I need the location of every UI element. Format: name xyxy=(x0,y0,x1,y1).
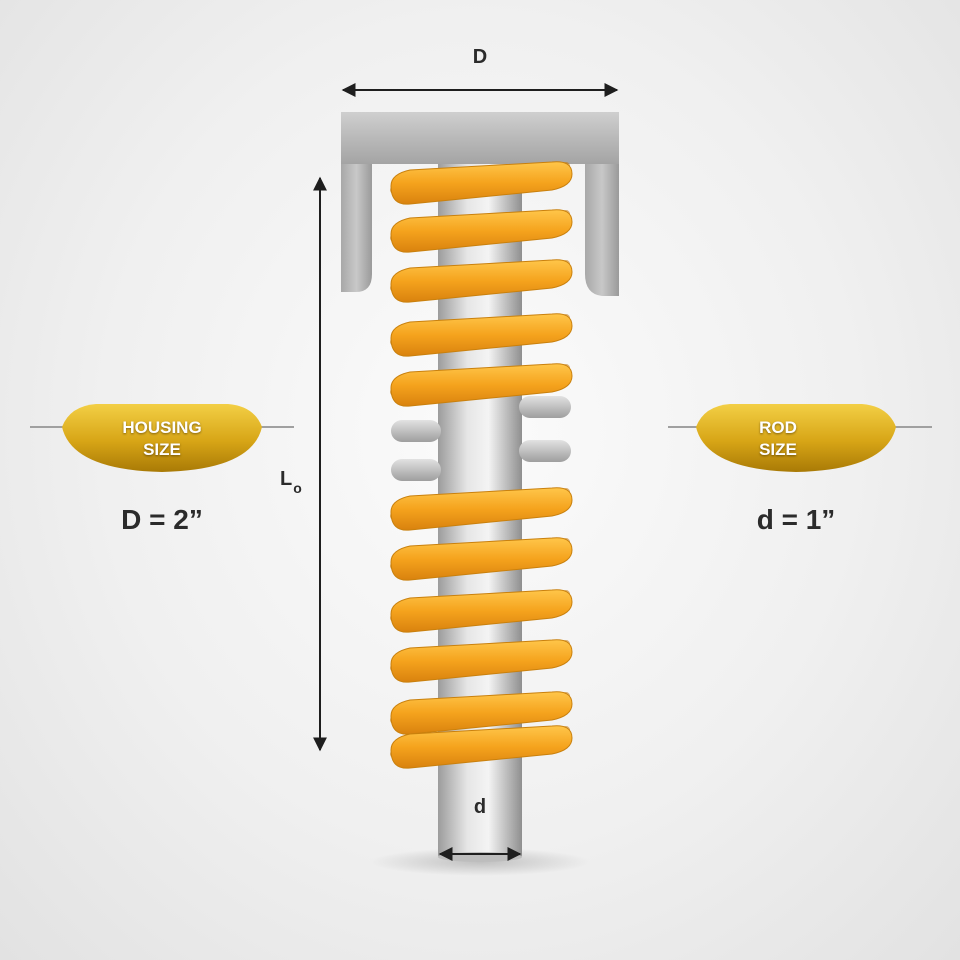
spring-coil xyxy=(390,161,573,205)
spring-coils xyxy=(390,161,573,769)
housing-badge-line2: SIZE xyxy=(143,440,181,459)
rod-size-badge: ROD SIZE xyxy=(708,404,848,474)
spring-coil xyxy=(390,691,573,735)
spring-coil xyxy=(390,589,573,633)
free-length-label: Lo xyxy=(280,468,302,496)
free-length-subscript: o xyxy=(293,480,302,496)
housing-badge-line1: HOUSING xyxy=(122,418,202,437)
spring-coil xyxy=(390,363,573,407)
housing-size-badge: HOUSING SIZE xyxy=(92,404,232,474)
spring-coil xyxy=(390,259,573,303)
free-length-main: L xyxy=(280,468,293,490)
rod-diameter-label: d xyxy=(473,796,487,818)
housing-cap xyxy=(341,112,619,296)
rod-badge-line2: SIZE xyxy=(759,440,797,459)
spring-coil xyxy=(390,639,573,683)
spring-coil xyxy=(390,487,573,531)
spring-coil xyxy=(390,209,573,253)
housing-size-value: D = 2” xyxy=(121,504,203,535)
rod-badge-line1: ROD xyxy=(759,418,797,437)
housing-diameter-label: D xyxy=(472,46,488,68)
spring-coil xyxy=(390,725,573,769)
spring-coil xyxy=(390,537,573,581)
rod-badge-shape xyxy=(668,404,932,472)
housing-badge-shape xyxy=(30,404,294,472)
cut-coil-sections xyxy=(391,396,571,481)
spring-coil xyxy=(390,313,573,357)
rod-size-value: d = 1” xyxy=(756,504,836,535)
